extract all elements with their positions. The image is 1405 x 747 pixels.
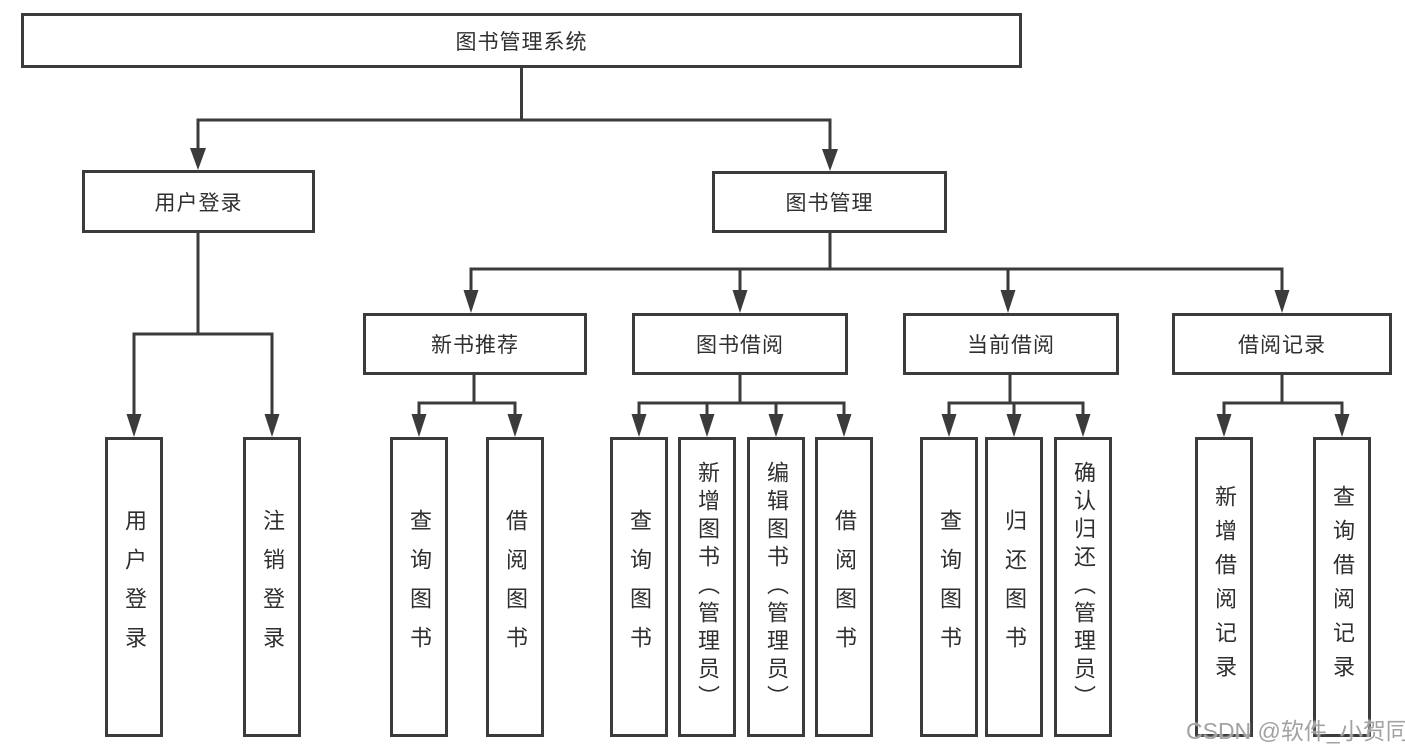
leaf-borrow-books-2: 借阅图书 — [815, 437, 873, 737]
node-book-borrow: 图书借阅 — [632, 313, 848, 375]
node-current-borrow: 当前借阅 — [903, 313, 1119, 375]
connector-user-login-to-leaves — [126, 233, 280, 437]
leaf-add-books-admin: 新增图书（管理员） — [678, 437, 736, 737]
leaf-confirm-return-admin: 确认归还（管理员） — [1054, 437, 1112, 737]
leaf-edit-books-admin-label: 编辑图书（管理员） — [764, 461, 789, 713]
leaf-add-books-admin-label: 新增图书（管理员） — [695, 461, 720, 713]
leaf-query-borrow-record: 查询借阅记录 — [1313, 437, 1371, 737]
node-user-login-label: 用户登录 — [154, 191, 243, 215]
connector-borrow-records-to-leaves — [1216, 375, 1350, 437]
leaf-logout-label: 注销登录 — [260, 509, 285, 665]
node-current-borrow-label: 当前借阅 — [967, 334, 1055, 357]
node-borrow-records: 借阅记录 — [1172, 313, 1392, 375]
node-book-management-label: 图书管理 — [785, 192, 874, 215]
node-borrow-records-label: 借阅记录 — [1238, 334, 1326, 357]
leaf-return-books: 归还图书 — [985, 437, 1043, 737]
leaf-query-borrow-record-label: 查询借阅记录 — [1330, 485, 1355, 689]
watermark: CSDN @软件_小贺同学 — [1186, 718, 1405, 744]
leaf-query-books-3-label: 查询图书 — [937, 509, 962, 665]
connector-root-to-level2 — [190, 68, 838, 171]
leaf-user-login: 用户登录 — [105, 437, 163, 737]
node-book-management: 图书管理 — [712, 171, 947, 233]
leaf-user-login-label: 用户登录 — [122, 509, 147, 665]
leaf-confirm-return-admin-label: 确认归还（管理员） — [1071, 461, 1096, 713]
leaf-borrow-books-1: 借阅图书 — [486, 437, 544, 737]
connector-book-borrow-to-leaves — [631, 375, 852, 437]
node-user-login: 用户登录 — [82, 170, 315, 233]
leaf-return-books-label: 归还图书 — [1002, 509, 1027, 665]
leaf-query-books-2: 查询图书 — [610, 437, 668, 737]
connector-current-borrow-to-leaves — [941, 375, 1091, 437]
connector-new-book-recommend-to-leaves — [411, 375, 523, 437]
leaf-edit-books-admin: 编辑图书（管理员） — [747, 437, 805, 737]
root-node-system-title: 图书管理系统 — [21, 13, 1022, 68]
leaf-borrow-books-1-label: 借阅图书 — [503, 509, 528, 665]
node-new-book-recommend: 新书推荐 — [363, 313, 587, 375]
node-new-book-recommend-label: 新书推荐 — [431, 334, 519, 357]
leaf-add-borrow-record: 新增借阅记录 — [1195, 437, 1253, 737]
leaf-query-books-1: 查询图书 — [390, 437, 448, 737]
leaf-query-books-2-label: 查询图书 — [627, 509, 652, 665]
root-node-label: 图书管理系统 — [455, 30, 588, 54]
leaf-query-books-1-label: 查询图书 — [407, 509, 432, 665]
leaf-borrow-books-2-label: 借阅图书 — [832, 509, 857, 665]
connector-book-management-to-level3 — [463, 233, 1290, 313]
leaf-query-books-3: 查询图书 — [920, 437, 978, 737]
leaf-add-borrow-record-label: 新增借阅记录 — [1212, 485, 1237, 689]
leaf-logout: 注销登录 — [243, 437, 301, 737]
node-book-borrow-label: 图书借阅 — [696, 334, 784, 357]
